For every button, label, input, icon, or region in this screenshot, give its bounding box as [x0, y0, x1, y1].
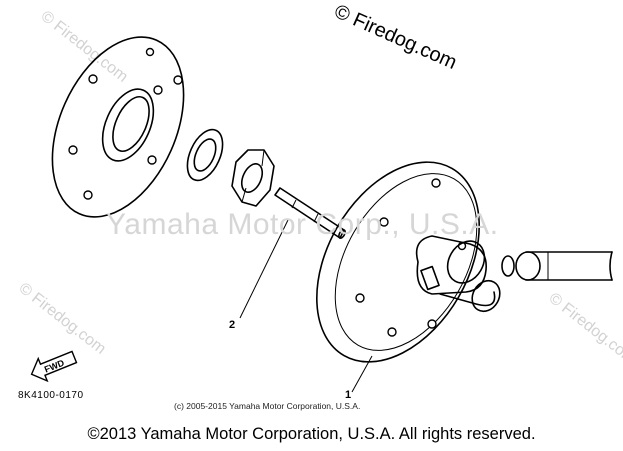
- footer-copyright: ©2013 Yamaha Motor Corporation, U.S.A. A…: [87, 425, 536, 443]
- faint-watermark-bottom-right: © Firedog.com: [546, 290, 623, 368]
- washer: [186, 128, 224, 182]
- rear-flange-plate: [51, 36, 185, 218]
- callout-part-1: 1: [345, 389, 351, 401]
- faint-watermark-mid-left: © Firedog.com: [16, 280, 109, 358]
- hex-nut: [231, 149, 275, 207]
- stud-bolt: [274, 187, 346, 239]
- input-shaft: [501, 251, 613, 281]
- diagram-code: 8K4100-0170: [18, 390, 84, 401]
- faint-watermark-text: © Firedog.com: [546, 290, 623, 368]
- callout-part-2: 2: [229, 319, 235, 331]
- fwd-arrow-icon: FWD: [30, 350, 78, 383]
- small-copyright: (c) 2005-2015 Yamaha Motor Corporation, …: [174, 401, 360, 411]
- firedog-watermark: © Firedog.com: [331, 0, 460, 74]
- firedog-watermark-text: © Firedog.com: [331, 0, 460, 74]
- leader-line-part-2: [239, 219, 289, 319]
- leader-line-part-1: [351, 355, 373, 393]
- yamaha-watermark: Yamaha Motor Corp., U.S.A.: [106, 208, 499, 241]
- faint-watermark-text: © Firedog.com: [38, 8, 131, 86]
- faint-watermark-text: © Firedog.com: [16, 280, 109, 358]
- main-flange: [316, 161, 501, 363]
- faint-watermark-top-left: © Firedog.com: [38, 8, 131, 86]
